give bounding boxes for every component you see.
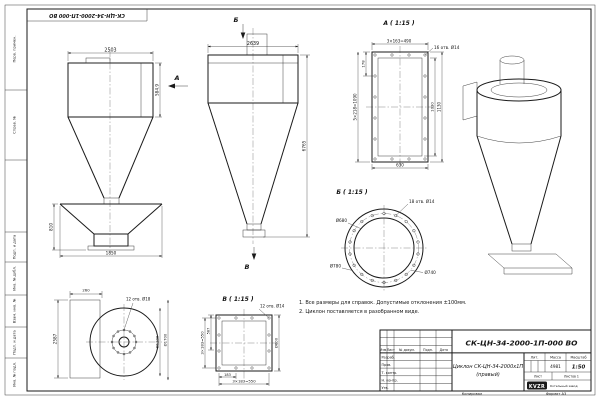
tb-scale-value: 1:50 — [572, 365, 586, 371]
view-b-holes-note: 18 отв. Ø14 — [409, 199, 435, 204]
margin-label-perv: Перв. примен. — [13, 36, 17, 63]
margin-label-dubl: Инв. № дубл. — [13, 266, 17, 291]
tb-doc-number: СК-ЦН-34-2000-1П-000 ВО — [466, 339, 579, 348]
tb-col-izm: Изм. — [380, 348, 388, 352]
tb-logo-caption: Котельный завод — [550, 384, 578, 388]
view-v-dim-b2: 3×183=550 — [232, 379, 256, 384]
view-arrow-label-b: Б — [234, 16, 239, 24]
scroll-dim-d2: Ø1700 — [163, 333, 168, 346]
tb-listov-label: Листов 1 — [564, 375, 579, 379]
tb-part-name-1: Циклон СК-ЦН-34-2000х1П — [453, 364, 524, 370]
margin-label-podp2: Подп. и дата — [13, 330, 17, 354]
tb-part-name-2: (правый) — [476, 372, 500, 378]
front-dim-base: 1850 — [106, 251, 117, 256]
front-dim-scroll-height: 584.9 — [155, 84, 160, 96]
view-b-title: Б ( 1:15 ) — [336, 189, 368, 196]
scroll-dim-height: 2587 — [53, 333, 58, 344]
view-arrow-v — [251, 253, 257, 260]
tb-row-prov: Пров. — [382, 363, 392, 367]
view-a-flange: А ( 1:15 ) 3×163=490 16 отв. Ø14 178 5×2… — [353, 20, 460, 170]
tb-lit-label: Лит. — [531, 355, 539, 359]
title-block: Изм. Лист № докум. Подп. Дата Разраб. Пр… — [379, 329, 592, 392]
front-dim-width: 2503 — [104, 48, 116, 54]
view-arrow-label-a: А — [173, 74, 179, 82]
view-a-dim-edge: 178 — [361, 60, 366, 68]
note-2: 2. Циклон поставляется в разобранном вид… — [299, 309, 420, 315]
note-1: 1. Все размеры для справок. Допустимые о… — [299, 300, 467, 306]
view-v-title: В ( 1:15 ) — [222, 296, 254, 303]
view-front: 2503 584.9 810 1850 А — [49, 48, 188, 258]
view-arrow-b — [240, 32, 246, 39]
tb-row-tkontr: Т. контр. — [381, 371, 398, 375]
view-a-dim-bottom: 630 — [396, 163, 404, 168]
view-scroll: 12 отв. Ø18 260 2587 Ø1200 Ø1700 — [53, 288, 169, 381]
view-v-dim-right: Ø600 — [274, 337, 279, 348]
frame — [4, 4, 596, 396]
view-b-dim-outer: Ø780 — [330, 264, 342, 269]
tb-row-utv: Утв. — [382, 386, 389, 390]
scroll-holes-note: 12 отв. Ø18 — [126, 297, 151, 302]
view-v-dim-edge: 587 — [207, 328, 211, 335]
kvzr-logo — [527, 381, 547, 390]
kopiroval-label: Копировал — [462, 392, 483, 396]
tb-col-docum: № докум. — [399, 348, 415, 352]
tb-col-podp: Подп. — [423, 348, 433, 352]
view-arrow-label-v: В — [245, 263, 250, 271]
view-v-holes-note: 12 отв. Ø14 — [260, 304, 285, 309]
tb-masshtab-label: Масштаб — [570, 355, 586, 359]
tb-mass-value: 4981 — [550, 364, 561, 369]
view-a-holes-note: 16 отв. Ø14 — [434, 45, 460, 50]
margin-label-vzam: Взам. инв. № — [13, 299, 17, 324]
tb-col-data: Дата — [440, 348, 448, 352]
view-side: Б 2639 6765 В — [207, 16, 310, 271]
side-dim-width: 2639 — [247, 41, 259, 47]
top-doc-number: СК-ЦН-34-2000-1П-000 ВО — [48, 12, 124, 18]
front-dim-bin-height: 810 — [49, 223, 54, 231]
scroll-dim-top: 260 — [82, 288, 90, 293]
margin-label-podl: Инв. № подл. — [13, 362, 17, 387]
kvzr-logo-text: KVZR — [529, 384, 545, 390]
notes: 1. Все размеры для справок. Допустимые о… — [299, 300, 467, 315]
side-dim-height: 6765 — [302, 140, 307, 151]
format-label: Формат А3 — [546, 392, 566, 396]
top-rotated-stamp: СК-ЦН-34-2000-1П-000 ВО — [27, 9, 148, 22]
view-b-flange: Б ( 1:15 ) 18 отв. Ø14 Ø680 Ø780 Ø740 — [330, 189, 436, 291]
tb-row-nkontr: Н. контр. — [382, 379, 398, 383]
view-a-pitch-left: 5×218=1090 — [353, 93, 358, 121]
view-a-dim-outer: 1130 — [437, 101, 442, 112]
bottom-margin: Копировал Формат А3 — [462, 392, 567, 396]
view-isometric — [462, 55, 573, 275]
view-v-dim-b1: 183 — [224, 373, 231, 377]
view-v-flange: В ( 1:15 ) 12 отв. Ø14 587 3×183=550 Ø60… — [200, 296, 285, 386]
view-b-dim-bolt: Ø740 — [425, 270, 437, 275]
margin-label-podp1: Подп. и дата — [13, 235, 17, 259]
view-a-pitch-top: 3×163=490 — [387, 39, 412, 44]
margin-column: Перв. примен. Справ. № Подп. и дата Инв.… — [5, 36, 27, 387]
tb-massa-label: Масса — [550, 355, 561, 359]
tb-col-list: Лист — [387, 348, 395, 352]
view-a-title: А ( 1:15 ) — [382, 20, 415, 27]
view-v-pitch-left: 3×183=550 — [200, 331, 205, 355]
view-a-dim-inner: 1030 — [430, 102, 435, 112]
margin-label-sprav: Справ. № — [13, 116, 17, 134]
view-b-dim-inner: Ø680 — [336, 218, 348, 223]
view-arrow-a — [168, 83, 175, 89]
tb-list-label: Лист — [534, 375, 542, 379]
scroll-dim-d1: Ø1200 — [155, 335, 160, 348]
tb-row-razrab: Разраб. — [382, 356, 395, 360]
